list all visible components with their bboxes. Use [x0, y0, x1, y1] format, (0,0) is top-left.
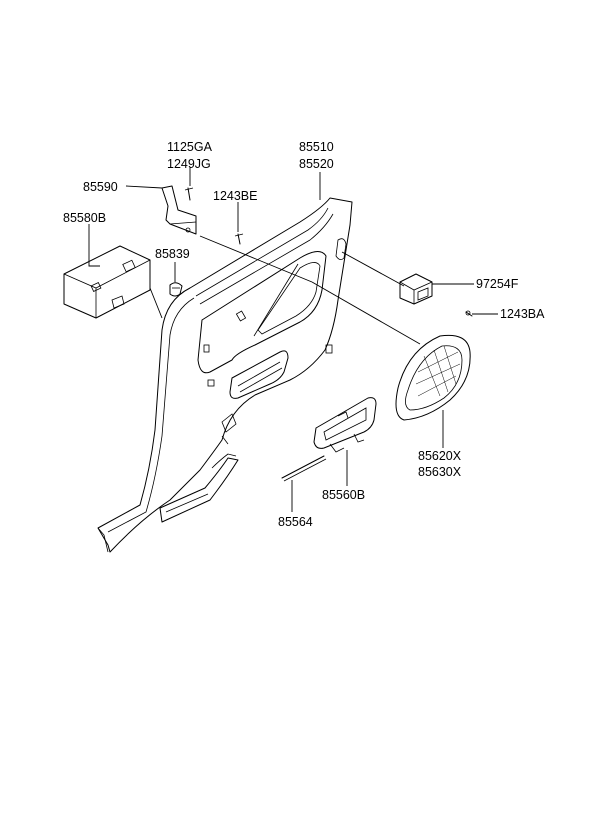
part-label-85510: 85510	[299, 140, 334, 154]
part-label-1243be: 1243BE	[213, 189, 257, 203]
trim-strip	[281, 455, 327, 482]
screw-1243ba	[465, 310, 473, 317]
lower-lamp	[313, 397, 377, 453]
bracket	[161, 185, 197, 235]
part-label-1243ba: 1243BA	[500, 307, 545, 321]
part-labels: 1125GA 1249JG 85510 85520 85590 1243BE 8…	[63, 140, 545, 529]
screw-1243be	[234, 233, 244, 245]
part-label-85630x: 85630X	[418, 465, 462, 479]
part-label-85590: 85590	[83, 180, 118, 194]
part-label-85580b: 85580B	[63, 211, 106, 225]
clip-85839	[169, 282, 183, 297]
lamp-cover	[311, 281, 471, 421]
part-label-85560b: 85560B	[322, 488, 365, 502]
part-label-85839: 85839	[155, 247, 190, 261]
quarter-trim-panel	[97, 197, 353, 553]
storage-box	[63, 245, 163, 319]
part-label-1125ga: 1125GA	[167, 140, 213, 154]
part-label-85520: 85520	[299, 157, 334, 171]
part-label-85620x: 85620X	[418, 449, 462, 463]
part-label-97254f: 97254F	[476, 277, 519, 291]
part-label-1249jg: 1249JG	[167, 157, 211, 171]
part-label-85564: 85564	[278, 515, 313, 529]
screw-1125ga	[184, 187, 194, 201]
switch-module	[341, 251, 433, 305]
leader-lines	[88, 168, 498, 512]
